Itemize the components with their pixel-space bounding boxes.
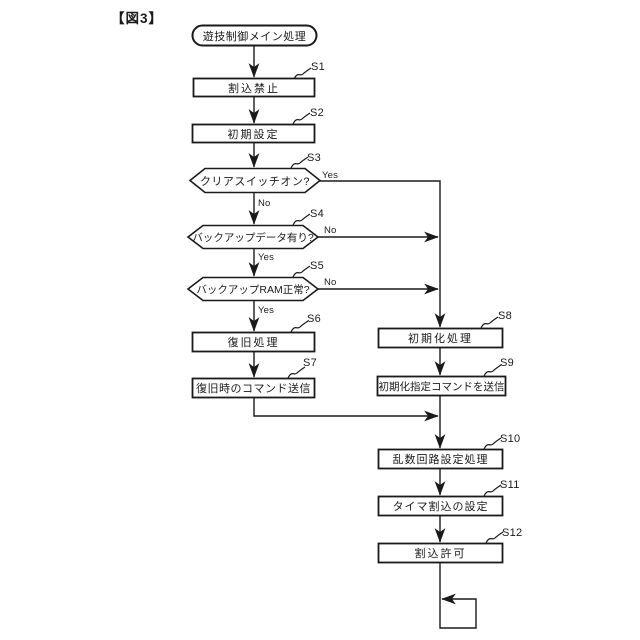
branch-label-s5-no: No [324,277,337,288]
step-tag-s9: S9 [500,357,515,369]
edge-s7-merge [253,398,439,422]
node-label-s7: 復旧時のコマンド送信 [196,383,311,395]
decision-shape-s5 [186,276,320,302]
branch-label-s4-no: No [324,225,337,236]
start-node-label: 遊技制御メイン処理 [202,30,307,43]
process-shape-s12 [377,542,504,564]
process-shape-s7 [191,377,316,399]
step-tag-s8: S8 [498,310,513,322]
node-label-s2: 初期設定 [227,128,280,141]
step-tag-s7: S7 [303,357,318,369]
figure-caption: 【図3】 [111,11,164,26]
process-shape-s2 [191,123,316,144]
step-tag-s12: S12 [502,527,523,539]
node-label-s1: 割込禁止 [228,82,280,95]
node-label-s6: 復旧処理 [227,337,280,349]
branch-label-s4-yes: Yes [258,252,275,263]
step-tag-s2: S2 [310,107,325,119]
process-shape-s6 [191,331,316,353]
process-shape-s1 [192,77,316,98]
node-label-s9: 初期化指定コマンドを送信 [378,380,505,393]
step-tag-s5: S5 [310,260,325,272]
edge-s3yes-s8 [320,180,446,328]
step-tag-s3: S3 [307,152,322,164]
branch-label-s3-no: No [258,198,271,209]
edge-main-loop [439,563,477,629]
step-tag-s4: S4 [310,208,325,220]
node-label-s8: 初期化処理 [408,333,473,345]
start-node-shape [191,24,318,47]
process-shape-s11 [377,495,504,517]
decision-shape-s4 [186,224,320,250]
node-label-s3: クリアスイッチオン? [199,175,311,188]
step-tag-s6: S6 [307,313,322,325]
node-label-s10: 乱数回路設定処理 [392,454,489,466]
node-label-s4: バックアップデータ有り? [192,231,314,244]
step-tag-s11: S11 [500,479,520,491]
decision-shape-s3 [188,167,322,194]
branch-label-s3-yes: Yes [322,170,339,181]
step-tag-s10: S10 [500,433,521,445]
step-tag-s1: S1 [311,61,326,73]
node-label-s11: タイマ割込の設定 [392,501,489,513]
leader-squiggles [287,67,504,544]
process-shape-s10 [377,448,504,470]
process-shape-s9 [376,375,507,397]
node-label-s5: バックアップRAM正常? [196,283,310,296]
process-shape-s8 [377,327,504,349]
branch-label-s5-yes: Yes [258,305,275,316]
node-label-s12: 割込許可 [414,548,467,560]
